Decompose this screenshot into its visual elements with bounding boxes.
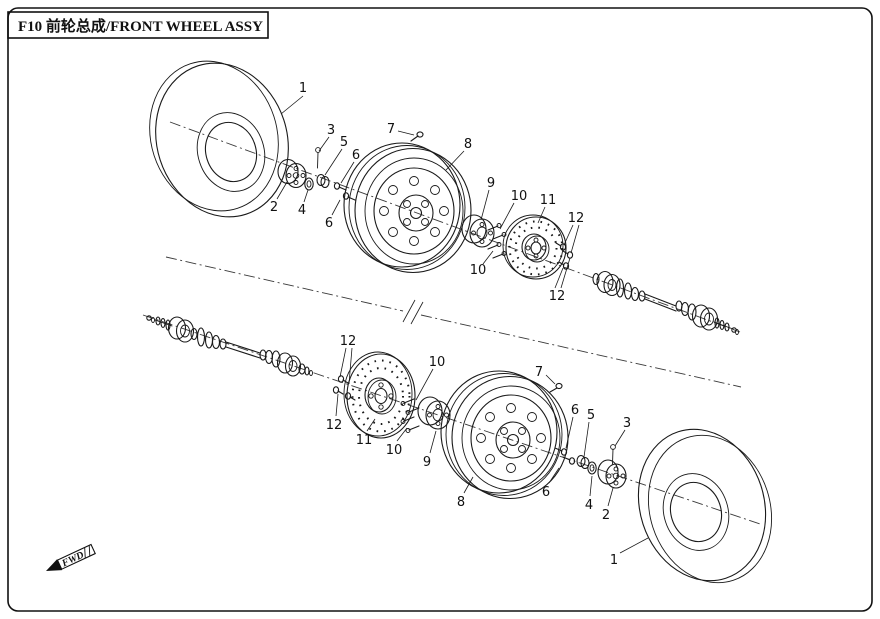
lower-assembly bbox=[146, 315, 773, 584]
callout-6: 6 bbox=[352, 148, 360, 163]
callout-2: 2 bbox=[602, 508, 610, 523]
washer bbox=[587, 461, 597, 475]
callout-7: 7 bbox=[387, 122, 395, 137]
fwd-arrow-body bbox=[56, 543, 96, 570]
callout-8: 8 bbox=[464, 137, 472, 152]
callout-6: 6 bbox=[325, 216, 333, 231]
phantom-line-left bbox=[165, 256, 404, 312]
callout-7: 7 bbox=[535, 365, 543, 380]
callout-12: 12 bbox=[549, 289, 566, 304]
bolt bbox=[333, 182, 356, 201]
washer bbox=[304, 177, 314, 191]
wheel-studs bbox=[487, 223, 507, 259]
page-title: F10 前轮总成/FRONT WHEEL ASSY bbox=[18, 17, 263, 35]
upper-assembly bbox=[149, 60, 739, 335]
callout-3: 3 bbox=[623, 416, 631, 431]
wheel-hub-cap bbox=[597, 459, 627, 489]
callout-10: 10 bbox=[511, 189, 528, 204]
callout-10: 10 bbox=[470, 263, 487, 278]
drive-shaft bbox=[592, 270, 739, 335]
callout-6: 6 bbox=[542, 485, 550, 500]
rim-bolt bbox=[549, 382, 563, 393]
callout-4: 4 bbox=[298, 203, 306, 218]
title-box bbox=[7, 11, 269, 39]
callout-2: 2 bbox=[270, 200, 278, 215]
callout-10: 10 bbox=[386, 443, 403, 458]
tire bbox=[149, 60, 289, 218]
fwd-label: FWD bbox=[60, 550, 86, 570]
phantom-line-right bbox=[420, 314, 742, 388]
wheel-hub-cap bbox=[277, 158, 307, 189]
drive-shaft bbox=[146, 315, 313, 377]
title-block: F10 前轮总成/FRONT WHEEL ASSY bbox=[7, 11, 269, 39]
fwd-arrow: FWD bbox=[46, 543, 96, 571]
wheel-studs bbox=[400, 398, 420, 433]
castle-nut bbox=[576, 454, 590, 470]
tire bbox=[637, 428, 773, 584]
callouts: 1 3 5 6 7 8 2 4 6 9 10 11 12 10 12 12 10… bbox=[270, 81, 631, 568]
callout-8: 8 bbox=[457, 495, 465, 510]
callout-leaders bbox=[276, 95, 649, 554]
disc-bolts bbox=[555, 242, 574, 270]
bolt bbox=[554, 447, 576, 465]
callout-4: 4 bbox=[585, 498, 593, 513]
callout-1: 1 bbox=[610, 553, 618, 568]
callout-3: 3 bbox=[327, 123, 335, 138]
callout-5: 5 bbox=[340, 135, 348, 150]
wheel-rim bbox=[343, 142, 472, 274]
page-border bbox=[7, 7, 873, 612]
callout-9: 9 bbox=[423, 455, 431, 470]
brake-disc bbox=[343, 351, 416, 439]
hub-carrier bbox=[461, 214, 495, 248]
callout-6: 6 bbox=[571, 403, 579, 418]
callout-10: 10 bbox=[429, 355, 446, 370]
callout-12: 12 bbox=[568, 211, 585, 226]
wheel-rim bbox=[440, 370, 569, 500]
callout-5: 5 bbox=[587, 408, 595, 423]
callout-11: 11 bbox=[356, 433, 373, 448]
upper-axis-line bbox=[169, 121, 741, 333]
lower-axis-line bbox=[142, 314, 761, 525]
rim-bolt bbox=[410, 131, 424, 142]
callout-1: 1 bbox=[299, 81, 307, 96]
disc-bolts bbox=[332, 375, 356, 401]
callout-11: 11 bbox=[540, 193, 557, 208]
break-symbol bbox=[402, 299, 424, 325]
castle-nut bbox=[316, 173, 330, 189]
brake-disc bbox=[502, 214, 567, 280]
callout-12: 12 bbox=[326, 418, 343, 433]
callout-12: 12 bbox=[340, 334, 357, 349]
centerlines bbox=[142, 121, 761, 525]
callout-9: 9 bbox=[487, 176, 495, 191]
hub-carrier bbox=[417, 396, 451, 430]
cotter-pin bbox=[315, 147, 321, 169]
